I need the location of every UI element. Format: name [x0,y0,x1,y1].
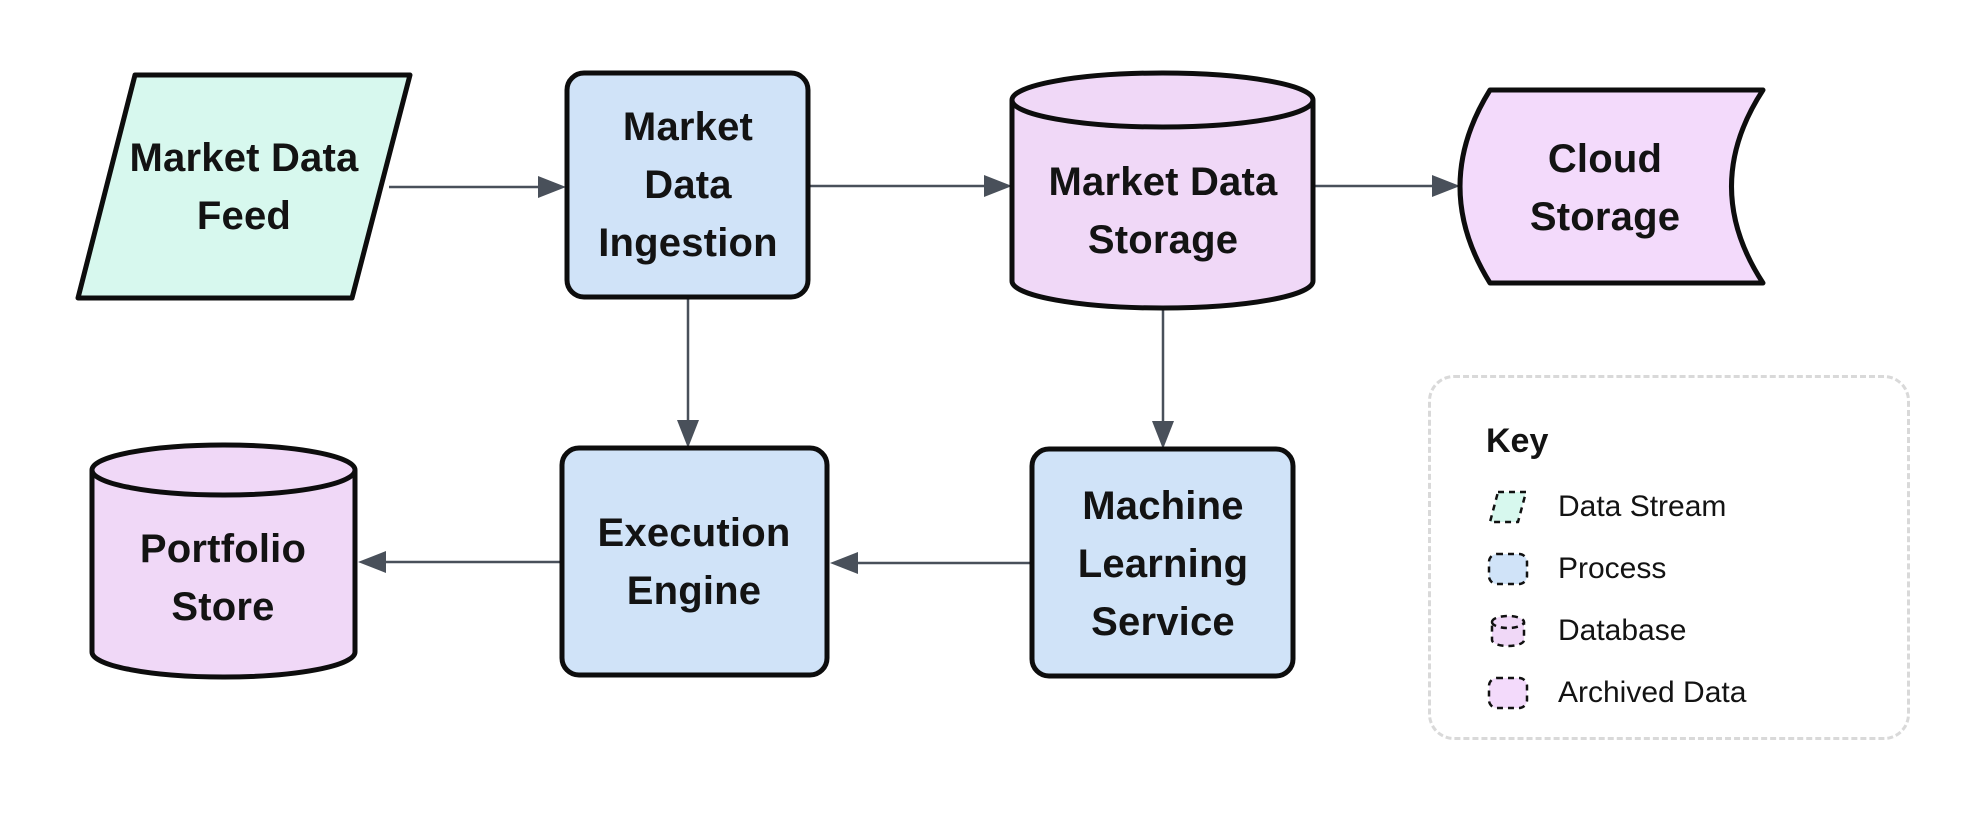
node-cloud-storage [1457,87,1766,286]
edge-execution-to-portfolio [358,551,562,573]
process-swatch-icon [1487,552,1529,586]
node-market-data-ingestion [564,70,811,300]
edge-feed-to-ingestion [389,176,566,198]
edge-ingestion-to-execution [677,297,699,448]
legend: Key Data Stream Process Database Arc [1428,375,1910,740]
edges [358,175,1460,574]
data-stream-swatch-icon [1488,490,1528,524]
legend-title: Key [1486,422,1549,460]
legend-label: Data Stream [1558,490,1727,523]
legend-item-data-stream: Data Stream [1486,487,1726,527]
edge-storage-to-cloud [1313,175,1460,197]
node-portfolio-store [89,442,358,680]
edge-storage-to-ml [1152,306,1174,449]
archived-data-swatch-icon [1487,676,1529,710]
node-market-data-storage [1009,70,1316,311]
node-market-data-feed [75,72,413,301]
legend-label: Process [1558,552,1667,585]
legend-item-process: Process [1486,549,1666,589]
legend-label: Archived Data [1558,676,1747,709]
node-machine-learning-service [1029,446,1296,679]
nodes [75,70,1766,680]
edge-ingestion-to-storage [808,175,1012,197]
legend-item-database: Database [1486,611,1686,651]
node-execution-engine [559,445,830,678]
edge-ml-to-execution [830,552,1032,574]
legend-item-archived-data: Archived Data [1486,673,1746,713]
database-swatch-icon [1490,614,1526,648]
legend-label: Database [1558,614,1687,647]
